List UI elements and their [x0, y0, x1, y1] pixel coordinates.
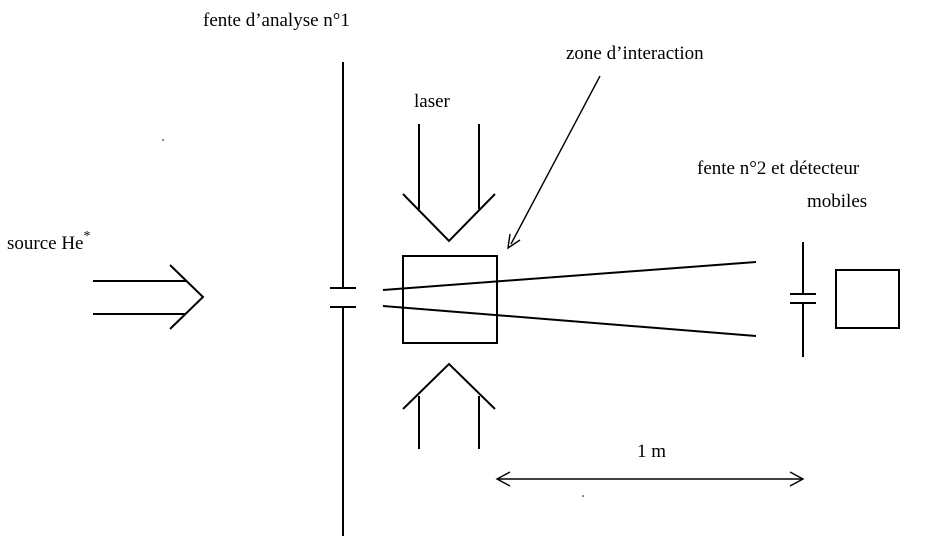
slit2 — [790, 242, 816, 357]
laser-arrow-top — [402, 124, 496, 243]
speck — [582, 495, 584, 497]
slit1-wall — [330, 62, 356, 536]
slit2-detector-label-line2: mobiles — [807, 191, 867, 212]
source-label: source He* — [7, 229, 91, 254]
distance-label: 1 m — [637, 441, 666, 462]
speck — [162, 139, 164, 141]
laser-arrow-bottom — [402, 362, 496, 449]
detector-box — [835, 269, 900, 329]
source-arrow — [93, 264, 205, 330]
interaction-zone-box — [402, 255, 498, 344]
source-label-superscript: * — [84, 229, 91, 244]
source-label-text: source He — [7, 233, 84, 254]
atomic-beams — [382, 261, 757, 337]
distance-arrow — [495, 471, 805, 487]
interaction-zone-pointer — [507, 75, 601, 250]
laser-label: laser — [414, 91, 451, 112]
slit2-detector-label-line1: fente n°2 et détecteur — [697, 158, 860, 179]
slit1-label: fente d’analyse n°1 — [203, 10, 350, 31]
interaction-zone-label: zone d’interaction — [566, 43, 704, 64]
